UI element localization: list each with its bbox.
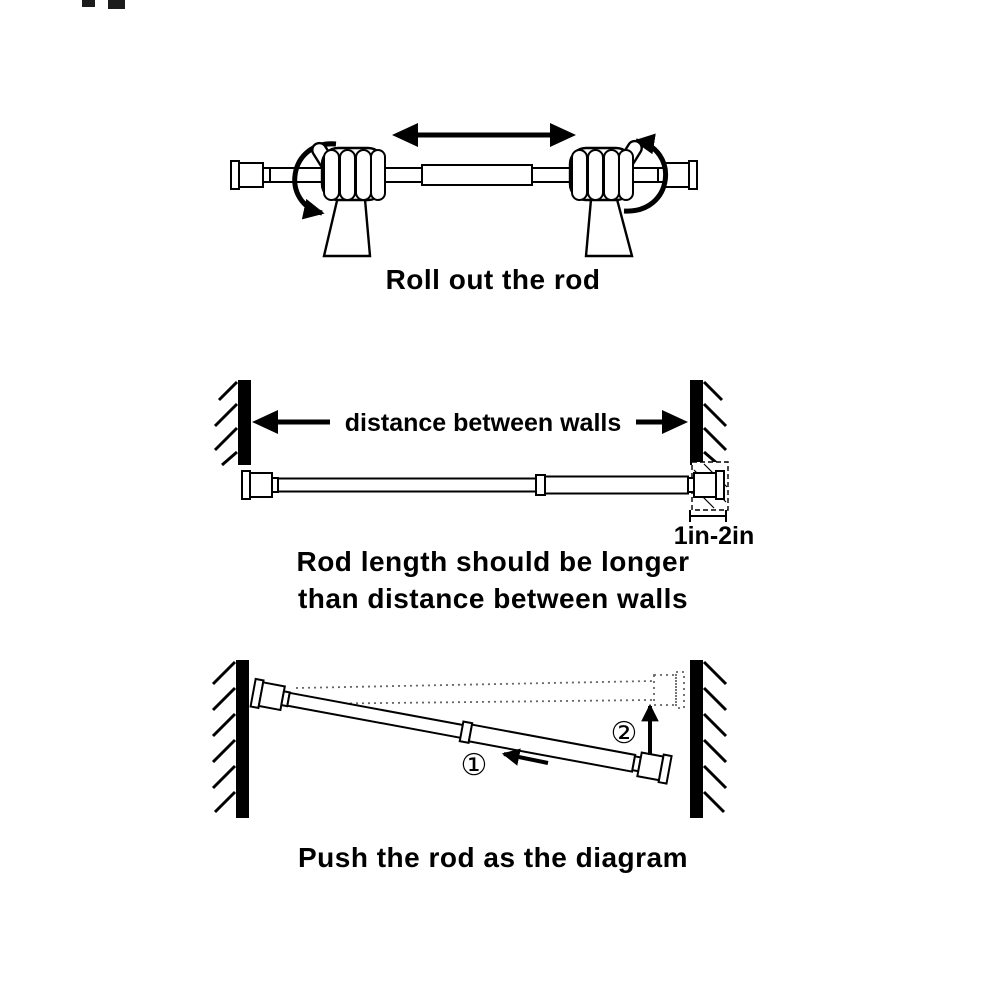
length-caption-line1: Rod length should be longer [296,546,690,577]
cropped-print-artifact [108,0,125,9]
rotate-arrow-right [623,133,669,214]
cropped-print-artifact [82,0,95,7]
length-caption-line2: than distance between walls [297,583,689,614]
rod-length-diagram: distance between walls 1in-2in [213,380,755,550]
push-arrow-step1 [501,748,549,766]
step2-marker: ② [611,716,638,751]
final-position-outline [295,671,685,709]
left-hand [311,141,386,258]
push-caption: Push the rod as the diagram [297,842,689,873]
extend-double-arrow [392,123,576,147]
tension-rod [241,470,725,500]
overlap-label: 1in-2in [674,522,755,550]
distance-arrow [252,403,688,440]
right-wall [690,380,728,467]
tension-rod [249,677,673,785]
roll-out-diagram [230,123,698,258]
right-hand [568,139,643,258]
right-wall [690,660,728,818]
push-rod-diagram: ① ② [211,660,728,818]
roll-caption: Roll out the rod [385,264,601,295]
distance-label: distance between walls [345,409,622,437]
step1-marker: ① [461,748,488,783]
overlap-measure [689,510,727,522]
left-wall [211,660,249,818]
left-wall [213,380,251,467]
